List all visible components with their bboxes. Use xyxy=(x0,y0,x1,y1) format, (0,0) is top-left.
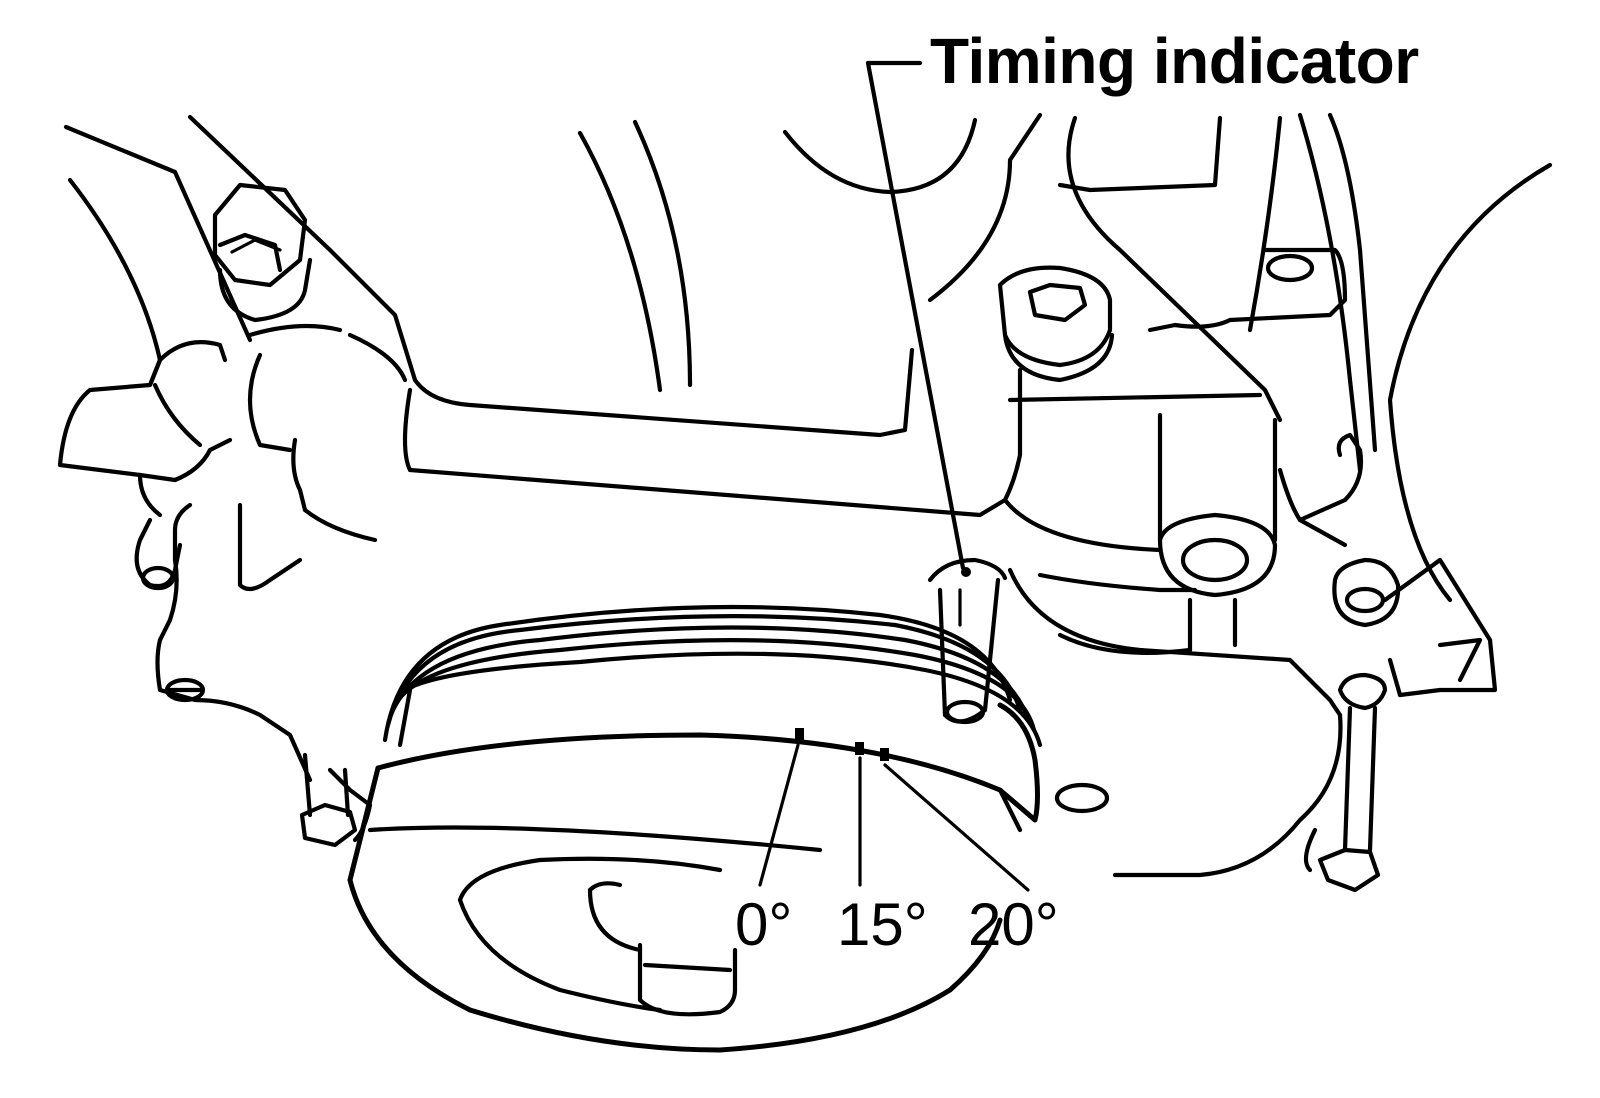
notch-15 xyxy=(855,742,864,755)
bolt-lower-left xyxy=(299,752,358,848)
engine-front-cover xyxy=(57,112,1553,878)
timing-indicator-pointer xyxy=(927,557,1008,725)
hex-bolt-center xyxy=(997,265,1115,383)
degree-label-20: 20° xyxy=(968,891,1059,958)
bolt-lower-right xyxy=(1317,672,1388,893)
bolt-boss-right xyxy=(1157,512,1401,628)
timing-indicator-callout xyxy=(865,60,966,571)
timing-indicator-label: Timing indicator xyxy=(930,25,1419,97)
notch-0 xyxy=(795,728,804,742)
degree-leader-lines xyxy=(758,743,1030,892)
degree-label-15: 15° xyxy=(837,891,928,958)
pulley-timing-notches xyxy=(795,728,889,761)
crankshaft-pulley xyxy=(347,604,1043,1053)
hex-bolt-left xyxy=(212,182,313,323)
notch-20 xyxy=(880,748,889,761)
degree-label-0: 0° xyxy=(735,891,792,958)
